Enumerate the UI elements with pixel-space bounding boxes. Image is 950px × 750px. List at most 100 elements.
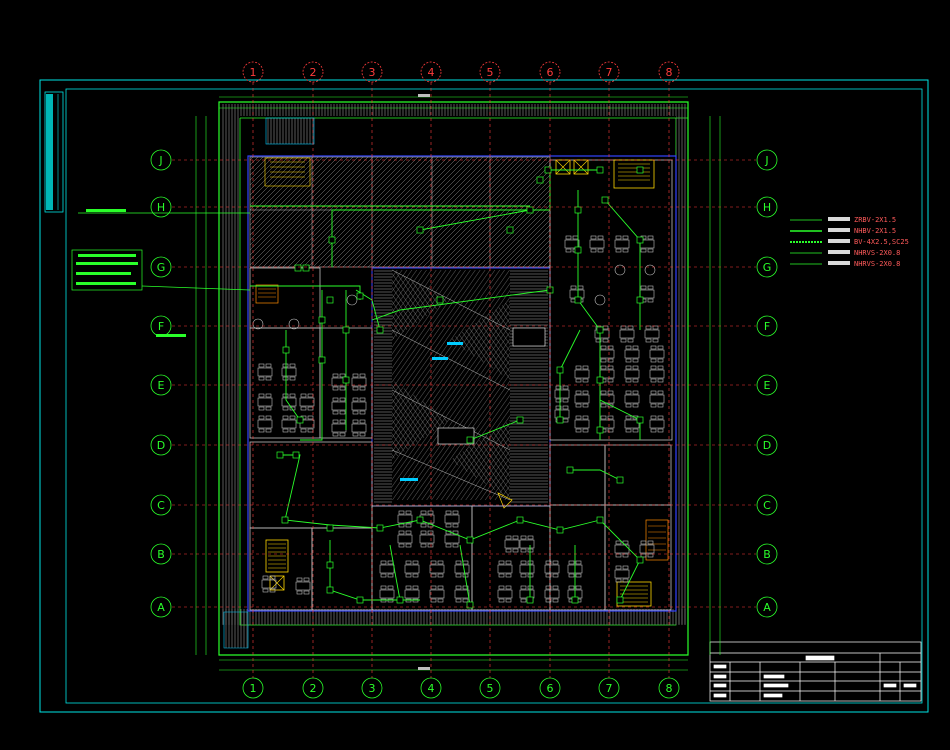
electrical-device-30	[596, 426, 604, 434]
grid-label-bottom-7: 7	[606, 682, 613, 695]
grid-label-bottom-8: 8	[666, 682, 673, 695]
electrical-device-41	[436, 296, 444, 304]
grid-bubble-bottom-6	[539, 677, 561, 699]
legend-spec-0: ZRBV-2X1.5	[854, 216, 896, 224]
grid-bubble-right-J	[756, 149, 778, 171]
grid-label-top-6: 6	[547, 66, 554, 79]
electrical-device-52	[536, 176, 544, 184]
electrical-device-10	[281, 516, 289, 524]
grid-bubble-left-J	[150, 149, 172, 171]
round-table-3	[594, 294, 606, 306]
grid-bubble-right-C	[756, 494, 778, 516]
electrical-device-36	[636, 416, 644, 424]
grid-label-top-8: 8	[666, 66, 673, 79]
electrical-device-31	[556, 366, 564, 374]
grid-bubble-bottom-2	[302, 677, 324, 699]
electrical-device-9	[292, 451, 300, 459]
round-table-2	[346, 294, 358, 306]
grid-label-left-C: C	[157, 499, 165, 512]
grid-bubble-bottom-4	[420, 677, 442, 699]
electrical-device-42	[506, 226, 514, 234]
electrical-device-17	[596, 516, 604, 524]
table-cluster-1	[281, 363, 297, 381]
electrical-device-37	[566, 466, 574, 474]
table-cluster-7	[299, 415, 315, 433]
table-cluster-23	[519, 560, 535, 578]
title-block	[709, 641, 922, 702]
electrical-device-13	[416, 516, 424, 524]
table-cluster-45	[619, 325, 635, 343]
grid-bubble-top-6	[539, 61, 561, 83]
legend-label-box-3	[828, 250, 850, 254]
grid-bubble-bottom-7	[598, 677, 620, 699]
legend-spec-1: NHBV-2X1.5	[854, 227, 896, 235]
grid-label-left-H: H	[157, 201, 165, 214]
table-cluster-21	[454, 585, 470, 603]
grid-bubble-top-8	[658, 61, 680, 83]
grid-label-bottom-4: 4	[428, 682, 435, 695]
grid-bubble-top-7	[598, 61, 620, 83]
grid-label-top-3: 3	[369, 66, 376, 79]
grid-bubble-left-E	[150, 374, 172, 396]
table-cluster-52	[599, 390, 615, 408]
grid-label-left-E: E	[158, 379, 165, 392]
table-cluster-60	[624, 345, 640, 363]
table-cluster-17	[454, 560, 470, 578]
electrical-device-15	[516, 516, 524, 524]
electrical-device-1	[356, 292, 364, 300]
electrical-device-19	[326, 586, 334, 594]
legend-label-box-4	[828, 261, 850, 265]
grid-bubble-right-E	[756, 374, 778, 396]
table-cluster-54	[649, 390, 665, 408]
grid-bubble-left-A	[150, 596, 172, 618]
table-cluster-40	[614, 235, 630, 253]
grid-bubble-bottom-1	[242, 677, 264, 699]
grid-label-right-G: G	[763, 261, 772, 274]
top-hatched-hall	[249, 156, 551, 268]
electrical-device-50	[302, 264, 310, 272]
table-cluster-13	[351, 419, 367, 437]
electrical-device-6	[296, 416, 304, 424]
table-cluster-65	[639, 540, 655, 558]
electrical-device-26	[574, 246, 582, 254]
table-cluster-33	[397, 530, 413, 548]
table-cluster-67	[261, 575, 277, 593]
electrical-device-21	[396, 596, 404, 604]
grid-label-right-C: C	[763, 499, 771, 512]
table-cluster-51	[574, 390, 590, 408]
electrical-device-34	[636, 236, 644, 244]
grid-label-bottom-3: 3	[369, 682, 376, 695]
grid-bubble-bottom-5	[479, 677, 501, 699]
table-cluster-30	[397, 510, 413, 528]
electrical-device-40	[636, 556, 644, 564]
grid-bubble-top-2	[302, 61, 324, 83]
furniture-layout	[252, 235, 665, 603]
table-cluster-58	[649, 415, 665, 433]
table-cluster-26	[544, 560, 560, 578]
electrical-device-11	[326, 524, 334, 532]
table-cluster-19	[404, 585, 420, 603]
grid-bubble-top-3	[361, 61, 383, 83]
table-cluster-11	[351, 397, 367, 415]
electrical-device-49	[294, 264, 302, 272]
electrical-device-3	[318, 356, 326, 364]
electrical-device-20	[356, 596, 364, 604]
grid-label-left-D: D	[157, 439, 165, 452]
table-cluster-6	[281, 415, 297, 433]
grid-label-left-G: G	[157, 261, 166, 274]
grid-bubble-bottom-3	[361, 677, 383, 699]
grid-label-bottom-1: 1	[250, 682, 257, 695]
grid-bubble-top-1	[242, 61, 264, 83]
table-cluster-64	[614, 540, 630, 558]
table-cluster-15	[404, 560, 420, 578]
electrical-device-5	[342, 376, 350, 384]
grid-label-top-7: 7	[606, 66, 613, 79]
grid-label-left-J: J	[158, 154, 162, 167]
table-cluster-55	[574, 415, 590, 433]
table-cluster-3	[281, 393, 297, 411]
table-cluster-53	[624, 390, 640, 408]
grid-bubble-right-H	[756, 196, 778, 218]
electrical-device-45	[466, 436, 474, 444]
building-outline	[218, 101, 689, 656]
grid-bubble-right-A	[756, 596, 778, 618]
